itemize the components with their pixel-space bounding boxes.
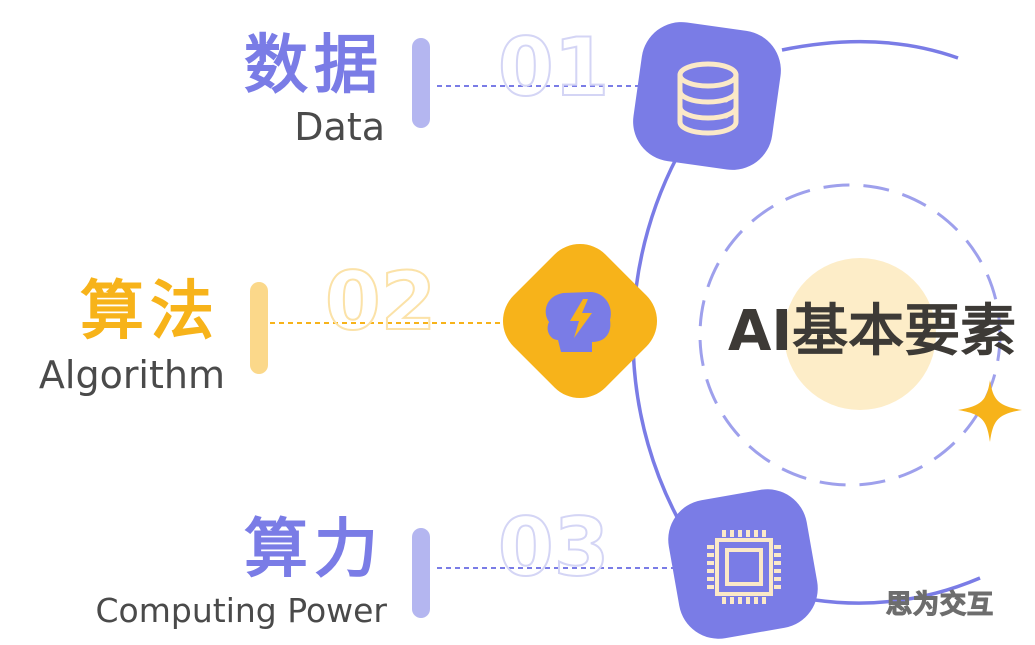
chip-icon: [707, 530, 781, 604]
item-1-number: 01: [497, 21, 610, 114]
item-1-bar: [412, 38, 430, 128]
center-title: AI基本要素: [728, 299, 1017, 364]
database-tile: [633, 22, 781, 170]
algorithm-tile: [502, 243, 658, 399]
item-1-title-cn: 数据: [244, 29, 384, 103]
item-2-bar: [250, 282, 268, 374]
brain-lightning-icon: [545, 292, 611, 352]
item-2-title-en: Algorithm: [38, 353, 225, 397]
chip-tile: [668, 489, 818, 639]
database-icon: [677, 61, 739, 136]
sparkle-icon: [958, 380, 1022, 442]
inner-dashed-circle: [698, 183, 1002, 487]
item-3-number: 03: [497, 501, 610, 594]
item-1-title-en: Data: [294, 105, 385, 149]
center-disc: [784, 258, 936, 410]
item-2-number: 02: [324, 255, 437, 348]
item-2-title-cn: 算法: [80, 275, 220, 349]
watermark: 思为交互: [885, 590, 995, 620]
bottom-arc-stub: [814, 576, 981, 605]
item-3-title-en: Computing Power: [95, 591, 387, 630]
top-arc-stub: [781, 39, 959, 60]
item-3-bar: [412, 528, 430, 618]
item-3-title-cn: 算力: [244, 513, 384, 587]
